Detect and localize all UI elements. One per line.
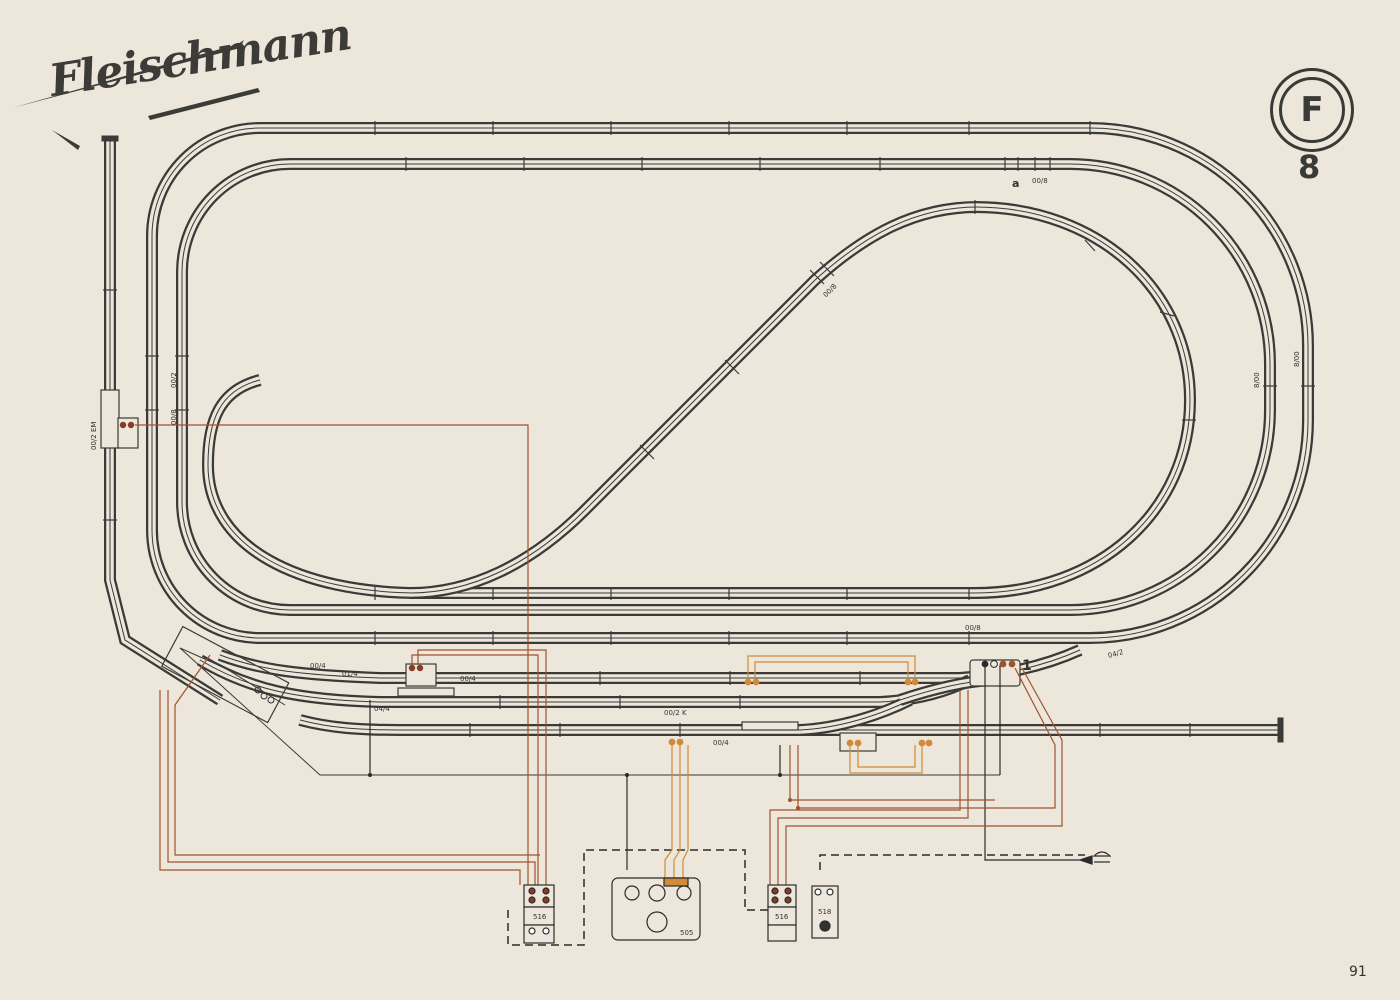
track-joints bbox=[103, 121, 1315, 737]
page-number: 91 bbox=[1349, 964, 1367, 980]
label-008-bottom: 00/8 bbox=[965, 624, 981, 632]
wires-dashed bbox=[507, 849, 1085, 946]
label-008-top: 00/8 bbox=[1032, 177, 1048, 185]
transformer-box bbox=[611, 877, 701, 941]
badge-letter: F bbox=[1300, 90, 1324, 130]
switch-box-left bbox=[523, 884, 555, 944]
label-002-left: 00/2 bbox=[170, 372, 178, 388]
plan-number: 8 bbox=[1298, 148, 1321, 186]
label-044: 04/4 bbox=[374, 705, 390, 713]
wires-orange bbox=[664, 655, 923, 880]
label-014: 01/4 bbox=[342, 670, 358, 678]
label-042: 04/2 bbox=[1107, 648, 1124, 660]
label-800-b: 8/00 bbox=[1253, 372, 1261, 388]
wire-connectors bbox=[119, 421, 1016, 810]
label-marker-1: 1 bbox=[1022, 658, 1032, 674]
plan-badge: F bbox=[1270, 68, 1354, 152]
label-002em: 00/2 EM bbox=[90, 422, 98, 450]
switch-box-right-label: 518 bbox=[818, 908, 831, 916]
left-siding-track bbox=[101, 135, 224, 706]
label-800-a: 8/00 bbox=[1293, 351, 1301, 367]
station-tracks bbox=[196, 644, 1284, 743]
wires-red bbox=[135, 424, 1063, 885]
switch-box-mid bbox=[767, 884, 797, 942]
label-008-left: 00/8 bbox=[170, 409, 178, 425]
outer-oval-track bbox=[146, 122, 1314, 644]
label-004-c: 00/4 bbox=[713, 739, 729, 747]
wires-black bbox=[369, 665, 1093, 870]
track-accessories bbox=[100, 389, 1021, 776]
switch-box-right bbox=[811, 885, 839, 939]
label-008-diag: 00/8 bbox=[822, 282, 839, 299]
inner-oval-track bbox=[176, 158, 1276, 616]
badge-inner-ring: F bbox=[1279, 77, 1345, 143]
lamp-icon bbox=[1092, 851, 1112, 863]
label-002k: 00/2 K bbox=[664, 709, 687, 717]
label-a: a bbox=[1012, 177, 1019, 190]
switch-box-mid-label: 516 bbox=[775, 913, 789, 921]
switch-box-left-label: 516 bbox=[533, 913, 547, 921]
fleischmann-logo bbox=[12, 40, 260, 150]
transformer-label: 505 bbox=[680, 929, 693, 937]
label-004-b: 00/4 bbox=[460, 675, 476, 683]
label-004-a: 00/4 bbox=[310, 662, 326, 670]
loop bbox=[201, 201, 1197, 599]
